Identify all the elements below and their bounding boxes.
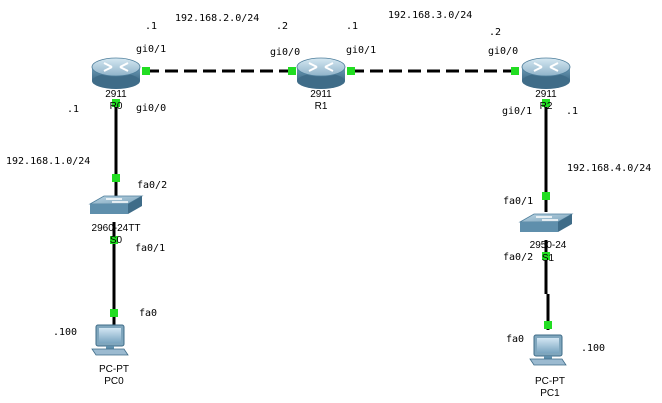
switch-arrows-icon [536,216,558,221]
r1-name-label: R1 [315,101,328,112]
port-label-r2-gi01: gi0/1 [502,106,532,117]
pc1-model-label: PC-PT [535,376,565,387]
pc-pc1[interactable] [529,334,567,366]
r0-model-label: 2911 [105,89,127,100]
pc1-name-label: PC1 [540,388,560,399]
switch-front [90,204,128,214]
router-body-top [91,57,141,77]
s0-model-label: 2960-24TT [92,223,141,234]
port-light-r0-gi00 [112,99,120,107]
port-label-r0-gi00: gi0/0 [136,103,166,114]
pc-keyboard [529,358,567,366]
port-label-r1-gi00: gi0/0 [270,47,300,58]
addr-r2-gi00: .2 [489,27,501,38]
r1-model-label: 2911 [310,89,332,100]
network-label-r0-lan: 192.168.1.0/24 [6,156,90,167]
port-light-s0-fa02 [112,174,120,182]
port-label-s0-fa02: fa0/2 [137,180,167,191]
switch-side [128,196,142,214]
addr-pc0: .100 [53,327,77,338]
router-r1[interactable] [296,57,346,89]
network-label-r1-r2: 192.168.3.0/24 [388,10,472,21]
network-label-r2-lan: 192.168.4.0/24 [567,163,651,174]
s1-model-label: 2950-24 [530,240,567,251]
links [112,69,550,330]
pc-stand [106,346,114,349]
port-label-r1-gi01: gi0/1 [346,45,376,56]
addr-pc1: .100 [581,343,605,354]
port-label-s1-fa02: fa0/2 [503,252,533,263]
router-body-bottom [297,73,345,89]
switch-s0[interactable] [88,195,144,214]
port-light-s1-fa02 [542,252,550,260]
router-r0[interactable] [91,57,141,89]
addr-r0-gi00: .1 [67,104,79,115]
router-body-bottom [92,73,140,89]
port-light-s0-fa01 [110,236,118,244]
pc-screen [99,328,121,343]
s1-name-label: S1 [542,253,555,264]
switch-front [520,222,558,232]
pc-screen [537,338,559,353]
port-lights [110,67,552,329]
port-light-r0-gi01 [142,67,150,75]
port-light-r2-gi01 [542,99,550,107]
switch-arrows-icon [106,198,128,203]
addr-r2-gi01: .1 [566,106,578,117]
port-light-r1-gi00 [288,67,296,75]
port-label-r0-gi01: gi0/1 [136,44,166,55]
address-labels: .1 .2 .1 .2 .1 .1 .100 .100 [53,21,605,354]
pc-stand [544,356,552,359]
port-light-pc0-fa0 [110,309,118,317]
network-label-r0-r1: 192.168.2.0/24 [175,13,259,24]
switch-side [558,214,572,232]
router-body-bottom [522,73,570,89]
router-body-top [521,57,571,77]
s0-name-label: S0 [110,235,123,246]
network-labels: 192.168.2.0/24 192.168.3.0/24 192.168.1.… [6,10,651,174]
pc-pc0[interactable] [91,324,129,356]
port-light-r2-gi00 [511,67,519,75]
switch-s1[interactable] [518,213,574,232]
addr-r1-gi00: .2 [276,21,288,32]
r0-name-label: R0 [110,101,123,112]
port-light-s1-fa01 [542,192,550,200]
port-labels: gi0/1 gi0/0 gi0/1 gi0/0 gi0/0 gi0/1 fa0/… [135,44,533,345]
pc0-model-label: PC-PT [99,364,129,375]
addr-r1-gi01: .1 [346,21,358,32]
r2-model-label: 2911 [535,89,557,100]
port-label-r2-gi00: gi0/0 [488,46,518,57]
port-label-pc1-fa0: fa0 [506,334,524,345]
pc0-name-label: PC0 [104,376,124,387]
addr-r0-gi01: .1 [145,21,157,32]
port-light-r1-gi01 [347,67,355,75]
port-label-s1-fa01: fa0/1 [503,196,533,207]
router-arrows-icon [308,62,334,72]
pc-keyboard [91,348,129,356]
router-arrows-icon [533,62,559,72]
r2-name-label: R2 [540,101,553,112]
port-light-pc1-fa0 [544,321,552,329]
port-label-s0-fa01: fa0/1 [135,243,165,254]
router-r2[interactable] [521,57,571,89]
router-arrows-icon [103,62,129,72]
device-labels: 2911 R0 2911 R1 2911 R2 2960-24TT S0 295… [92,89,567,399]
port-label-pc0-fa0: fa0 [139,308,157,319]
router-body-top [296,57,346,77]
